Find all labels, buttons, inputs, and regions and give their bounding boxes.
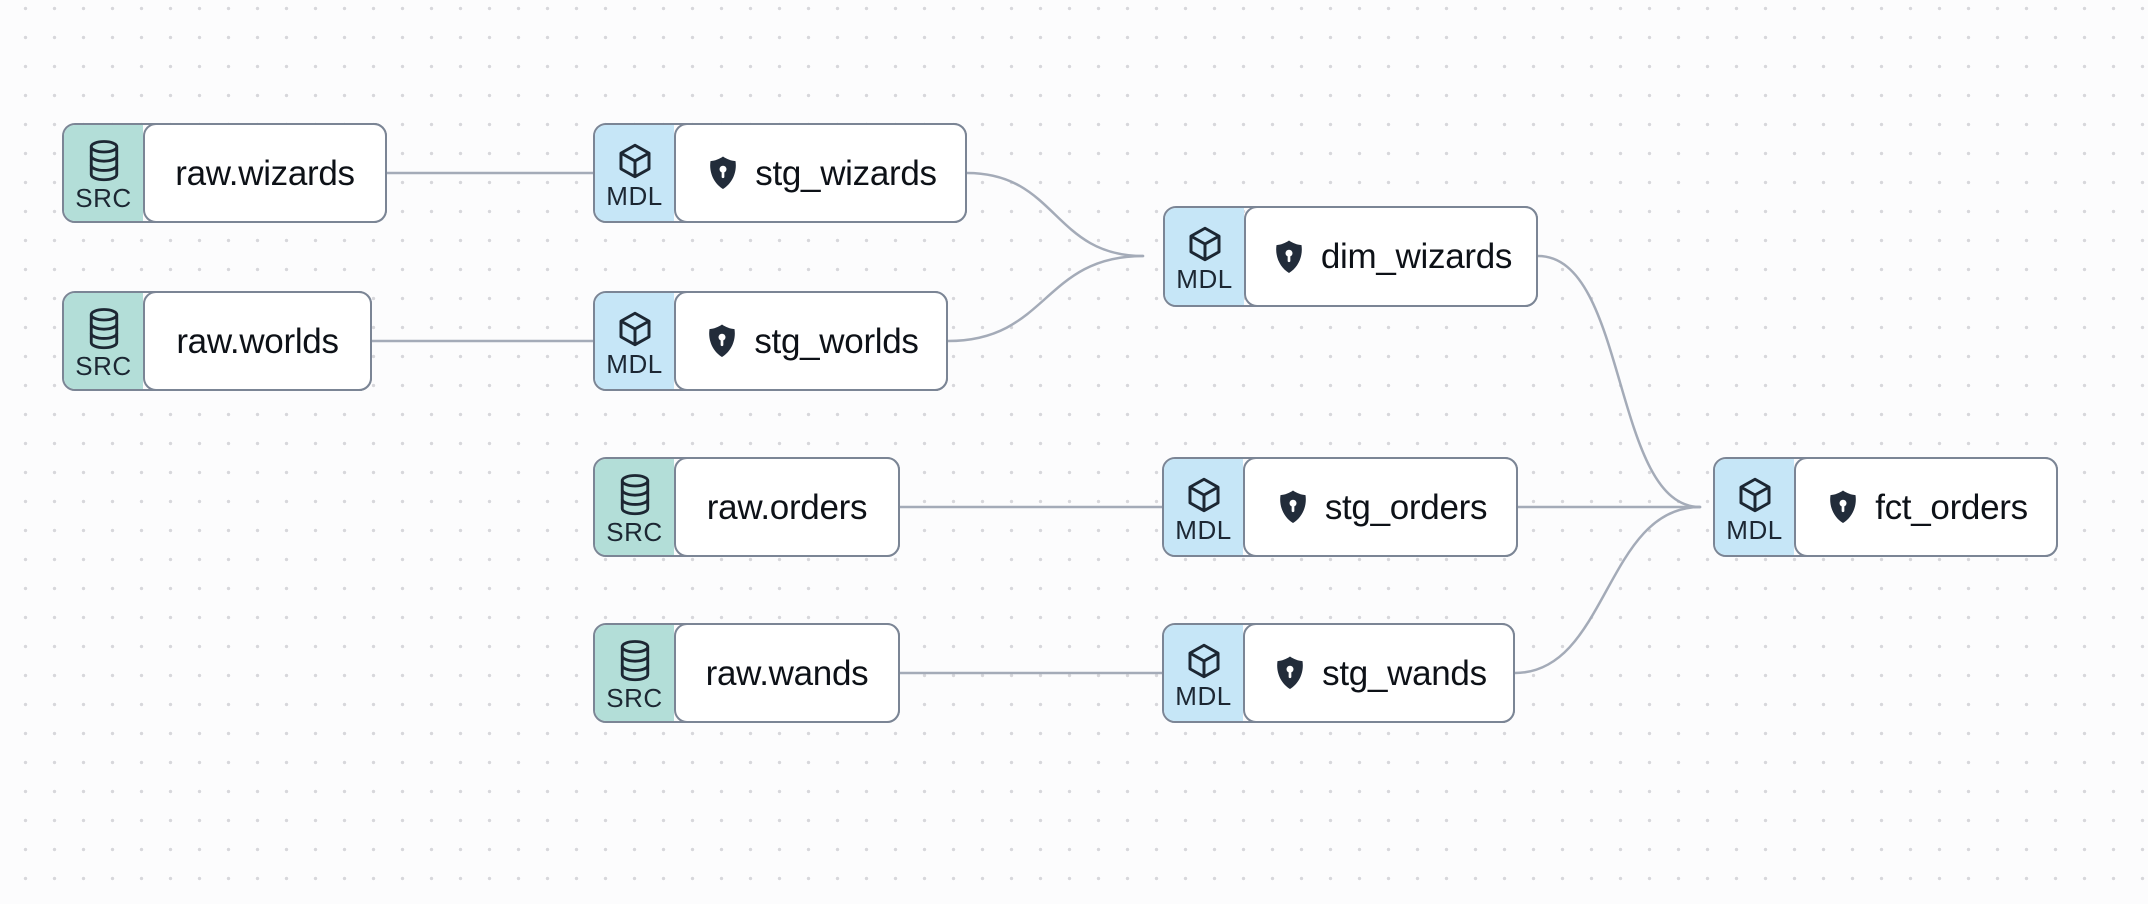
node-label: raw.wands (705, 653, 869, 693)
node-type-badge: SRC (595, 625, 674, 721)
edge-stg_worlds-dim_wizards (946, 254, 1145, 343)
shield-lock-icon (1274, 487, 1312, 527)
node-stg_orders[interactable]: MDL stg_orders (1162, 457, 1518, 557)
node-type-label: SRC (606, 682, 663, 713)
node-raw_orders[interactable]: SRC raw.orders (593, 457, 900, 557)
node-label: stg_wands (1322, 653, 1487, 693)
node-body: stg_worlds (674, 291, 948, 391)
cube-icon (614, 308, 656, 350)
node-type-label: MDL (1175, 680, 1232, 711)
node-type-label: MDL (1176, 264, 1233, 294)
node-body: raw.orders (674, 457, 900, 557)
node-label: raw.wizards (175, 153, 355, 193)
node-type-badge: MDL (1164, 625, 1243, 721)
node-body: dim_wizards (1244, 206, 1538, 307)
node-label: raw.worlds (176, 321, 339, 361)
cube-icon (614, 140, 656, 182)
node-stg_wands[interactable]: MDL stg_wands (1162, 623, 1515, 723)
node-type-badge: SRC (595, 459, 674, 555)
node-body: stg_wizards (674, 123, 967, 223)
database-icon (617, 638, 653, 684)
node-type-label: SRC (75, 182, 132, 213)
node-label: raw.orders (706, 487, 868, 527)
node-body: raw.worlds (143, 291, 372, 391)
edge-stg_wands-fct_orders (1513, 505, 1702, 675)
node-body: raw.wands (674, 623, 900, 723)
node-body: fct_orders (1794, 457, 2058, 557)
database-icon (617, 472, 653, 518)
node-body: raw.wizards (143, 123, 387, 223)
node-type-badge: SRC (64, 125, 143, 221)
node-fct_orders[interactable]: MDL fct_orders (1713, 457, 2058, 557)
node-raw_wands[interactable]: SRC raw.wands (593, 623, 900, 723)
edge-dim_wizards-fct_orders (1536, 254, 1702, 509)
node-dim_wizards[interactable]: MDL dim_wizards (1163, 206, 1538, 307)
node-body: stg_wands (1243, 623, 1515, 723)
cube-icon (1734, 474, 1776, 516)
node-label: stg_worlds (754, 321, 919, 361)
shield-lock-icon (1824, 487, 1862, 527)
shield-lock-icon (1270, 237, 1308, 277)
node-label: fct_orders (1875, 487, 2028, 527)
cube-icon (1183, 474, 1225, 516)
node-body: stg_orders (1243, 457, 1518, 557)
node-type-badge: MDL (1164, 459, 1243, 555)
shield-lock-icon (1271, 653, 1309, 693)
cube-icon (1183, 640, 1225, 682)
node-label: stg_wizards (755, 153, 937, 193)
node-stg_worlds[interactable]: MDL stg_worlds (593, 291, 948, 391)
node-type-badge: MDL (1715, 459, 1794, 555)
node-label: dim_wizards (1320, 237, 1513, 276)
node-type-badge: MDL (595, 125, 674, 221)
node-type-label: MDL (1175, 514, 1232, 545)
node-label: stg_orders (1324, 487, 1488, 527)
shield-lock-icon (703, 321, 741, 361)
node-type-label: SRC (75, 350, 132, 381)
database-icon (86, 138, 122, 184)
node-stg_wizards[interactable]: MDL stg_wizards (593, 123, 967, 223)
cube-icon (1184, 223, 1226, 265)
node-type-badge: SRC (64, 293, 143, 389)
node-raw_worlds[interactable]: SRC raw.worlds (62, 291, 372, 391)
node-raw_wizards[interactable]: SRC raw.wizards (62, 123, 387, 223)
edge-stg_wizards-dim_wizards (965, 171, 1145, 258)
node-type-label: SRC (606, 516, 663, 547)
node-type-label: MDL (1726, 514, 1783, 545)
node-type-badge: MDL (1165, 208, 1244, 305)
node-type-label: MDL (606, 180, 663, 211)
node-type-badge: MDL (595, 293, 674, 389)
node-type-label: MDL (606, 348, 663, 379)
shield-lock-icon (704, 153, 742, 193)
database-icon (86, 306, 122, 352)
